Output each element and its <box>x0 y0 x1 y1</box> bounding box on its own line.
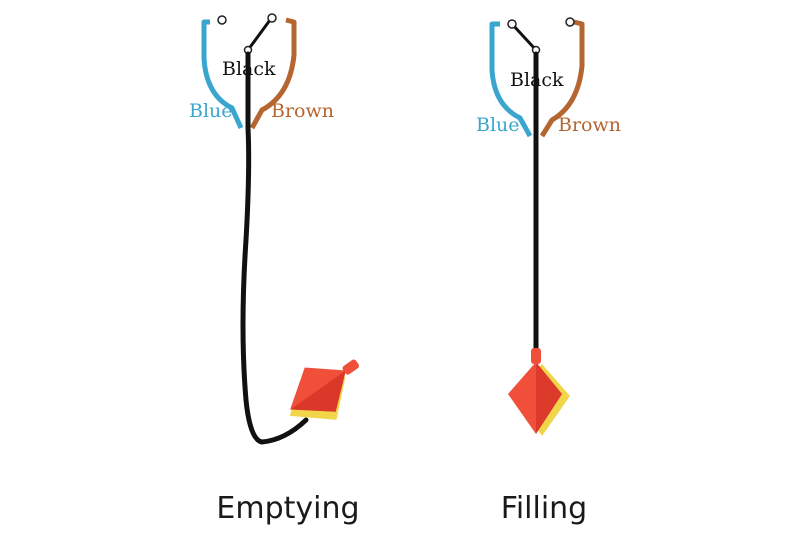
terminal-icon <box>507 19 517 29</box>
float-switch-icon <box>508 348 570 436</box>
emptying-brown-label: Brown <box>271 100 334 122</box>
emptying-caption: Emptying <box>216 491 359 526</box>
filling-black-switch-lever <box>510 22 538 52</box>
emptying-black-cable <box>240 51 309 445</box>
filling-blue-label: Blue <box>476 114 520 136</box>
terminal-icon <box>217 15 227 25</box>
float-switch-icon <box>289 359 360 420</box>
filling-black-label: Black <box>510 69 564 91</box>
filling-brown-wire <box>539 19 585 138</box>
emptying-diagram: Black Blue Brown <box>189 13 360 445</box>
emptying-blue-label: Blue <box>189 100 233 122</box>
terminal-icon <box>565 17 575 27</box>
emptying-brown-wire <box>249 17 297 130</box>
terminal-icon <box>267 13 277 23</box>
emptying-black-switch-lever <box>246 19 272 51</box>
filling-caption: Filling <box>501 491 587 526</box>
emptying-black-label: Black <box>222 58 276 80</box>
filling-diagram: Black Blue Brown <box>476 17 621 436</box>
filling-brown-label: Brown <box>558 114 621 136</box>
emptying-blue-wire <box>201 19 244 130</box>
filling-blue-wire <box>489 21 533 138</box>
